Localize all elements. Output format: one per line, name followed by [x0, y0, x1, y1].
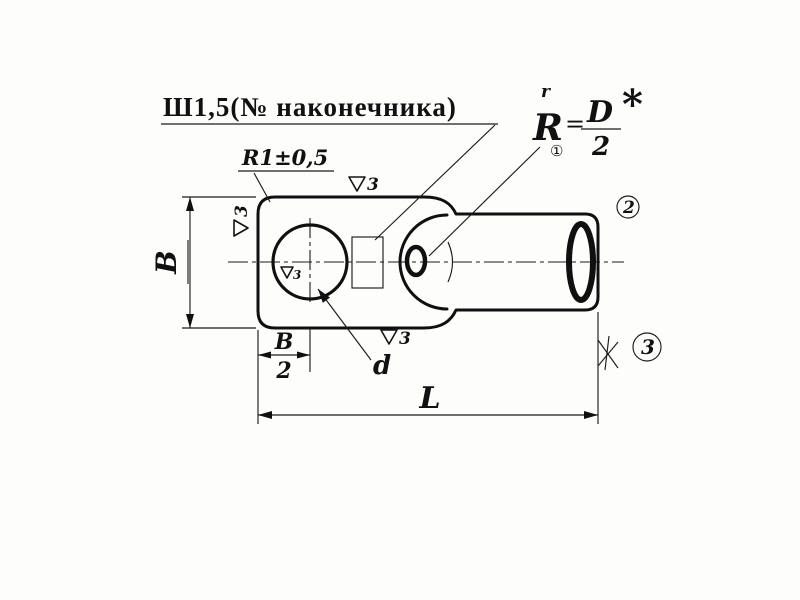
finish-triangle-icon — [280, 266, 294, 279]
dim-b2-denominator: 2 — [275, 358, 291, 384]
dim-d-label: d — [373, 351, 391, 381]
formula-big-r: R — [532, 107, 563, 149]
callout-leader — [374, 124, 496, 241]
radius-formula: r R ① = D 2 * — [428, 81, 643, 257]
revision-note-3: 3 — [632, 332, 662, 362]
tip-number-callout: Ш1,5(№ наконечника) — [163, 92, 457, 122]
b-arrow-top — [186, 197, 194, 211]
note-2-circle — [616, 195, 640, 219]
d-leader-line — [317, 288, 372, 361]
note-3-circle — [632, 332, 662, 362]
dim-l-label: L — [418, 381, 440, 416]
d-leader-arrow — [318, 289, 330, 303]
boss-center-hole — [404, 244, 428, 278]
bore-projection-arc — [447, 241, 454, 283]
cross-stroke-2 — [597, 341, 619, 367]
formula-denominator: 2 — [591, 132, 610, 162]
tube-opening-ellipse — [566, 221, 596, 303]
cross-stroke-3 — [604, 335, 610, 371]
finish-mark-top: 3 — [348, 175, 379, 195]
lug-body-outline — [256, 195, 600, 330]
formula-ref-bubble: ① — [550, 142, 563, 160]
finish-triangle-icon — [348, 176, 366, 192]
l-arrow-right — [584, 411, 598, 419]
radius-note-label: R1±0,5 — [241, 145, 328, 170]
finish-triangle-icon — [233, 219, 249, 237]
finish-triangle-icon — [380, 329, 398, 345]
finish-bottom-value: 3 — [399, 329, 411, 349]
palm-hole — [271, 223, 349, 301]
finish-mark-left: 3 — [232, 205, 252, 237]
formula-leader — [428, 146, 541, 257]
joint-zone-rect — [351, 236, 384, 289]
formula-sup-r: r — [541, 82, 551, 102]
revision-note-2: 2 — [616, 195, 640, 219]
b-arrow-bottom — [186, 314, 194, 328]
finish-hole-value: 3 — [293, 268, 301, 282]
finish-mark-hole: 3 — [280, 266, 301, 282]
b2-arrow-left — [258, 351, 271, 359]
dim-b2-numerator: B — [274, 329, 294, 355]
l-arrow-left — [258, 411, 272, 419]
finish-left-value: 3 — [232, 205, 252, 217]
formula-asterisk: * — [622, 81, 643, 128]
note-2-value: 2 — [622, 198, 635, 218]
radius-note-leader — [253, 172, 271, 203]
formula-numerator: D — [586, 95, 613, 130]
crossed-out-mark — [597, 335, 619, 371]
formula-equals: = — [565, 110, 585, 138]
note-3-value: 3 — [641, 335, 655, 359]
barrel-boss-arc — [398, 213, 449, 311]
dim-b-label: B — [150, 250, 183, 275]
finish-mark-bottom: 3 — [380, 329, 411, 349]
b2-arrow-right — [297, 351, 310, 359]
finish-top-value: 3 — [367, 175, 379, 195]
